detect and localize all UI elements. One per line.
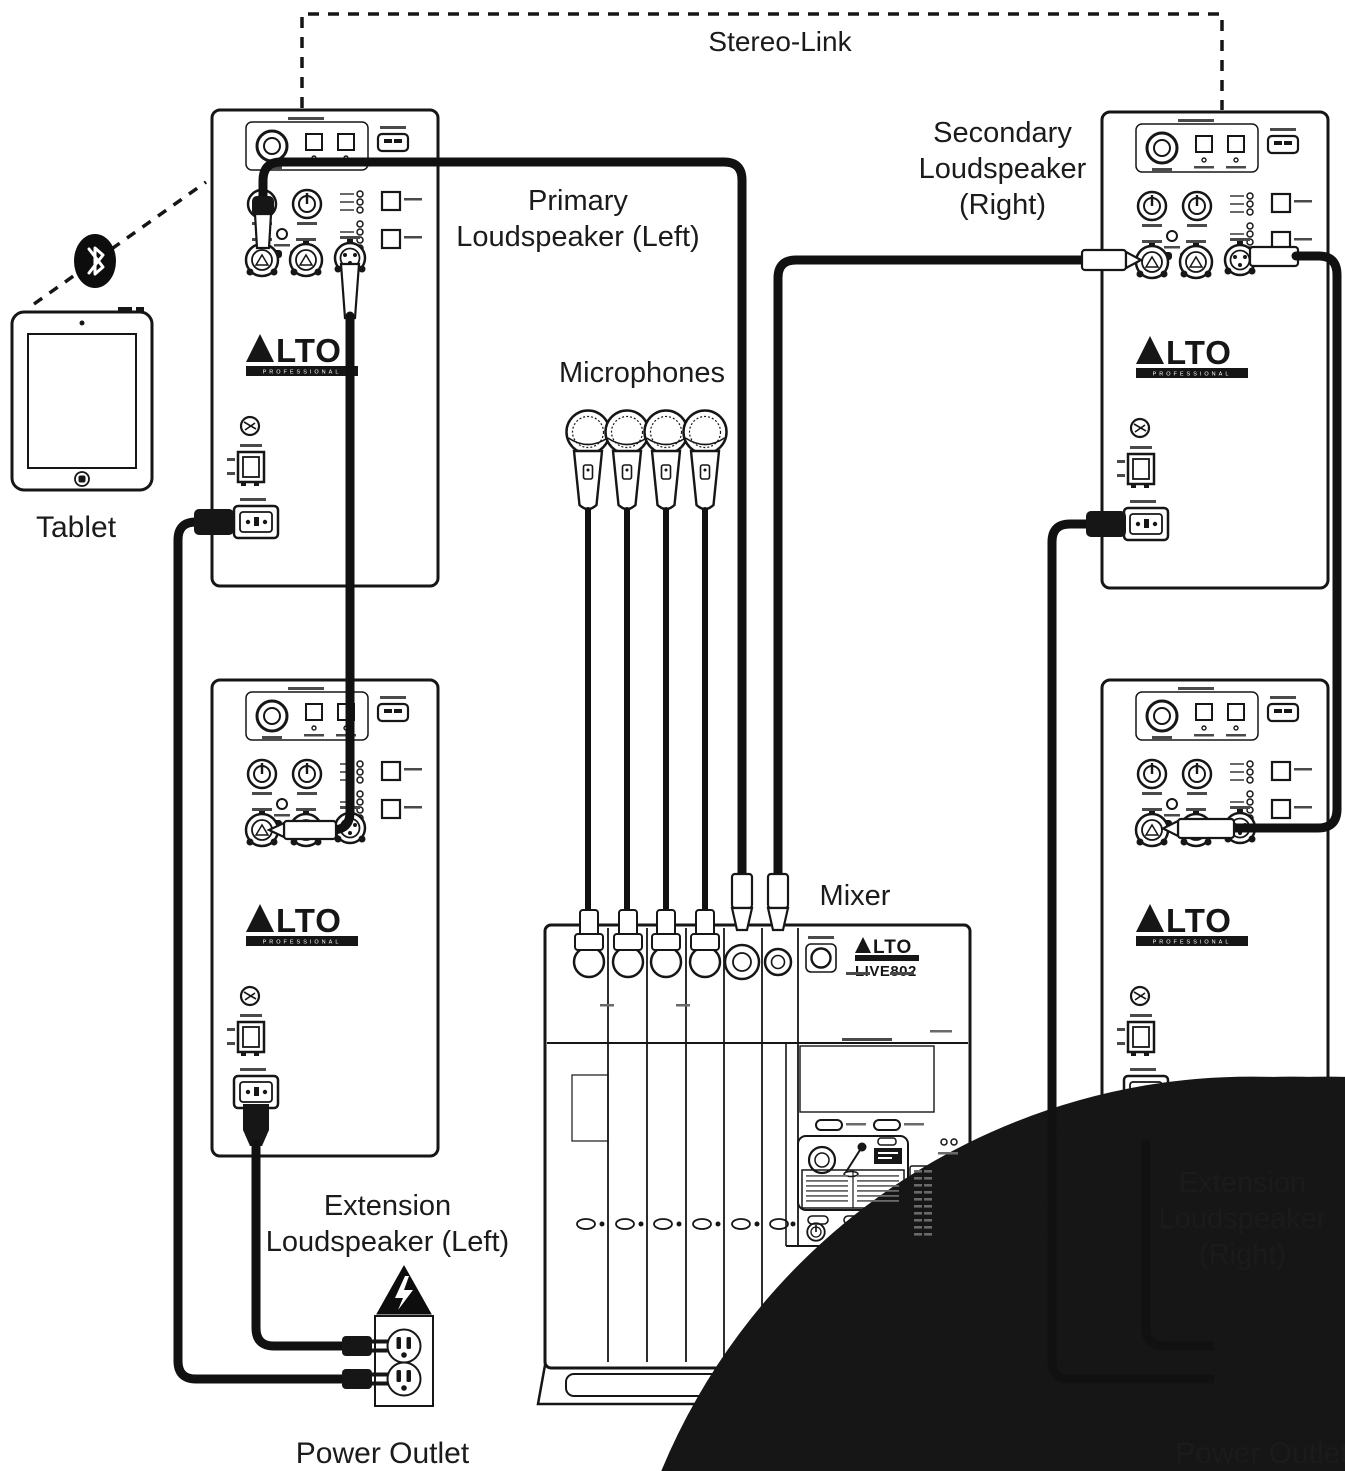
xlr-plug-icon — [1176, 817, 1236, 840]
mixer-label: Mixer — [819, 880, 891, 912]
microphones-label: Microphones — [558, 357, 726, 389]
extension-left-power-cable — [243, 1104, 388, 1356]
main-right-cable — [766, 248, 1144, 932]
tablet — [10, 307, 154, 492]
stereo-link-label: Stereo-Link — [708, 26, 852, 57]
microphones-group — [565, 409, 728, 951]
power-plug-icon — [1214, 1369, 1244, 1389]
xlr-plug-icon — [339, 262, 361, 320]
line78-jack-icon — [763, 947, 793, 977]
fx-section — [797, 1135, 958, 1211]
secondary-loudspeaker-label: Secondary Loudspeaker (Right) — [918, 117, 1087, 221]
power-outlet-right-label: Power Outlet — [1175, 1437, 1345, 1470]
mixer-brand-logo: LTO LIVE802 — [855, 937, 919, 980]
tablet-camera-icon — [79, 320, 85, 326]
phones-jack-icon — [805, 943, 837, 973]
mic-cable-plugs — [574, 909, 720, 951]
power-plug-icon — [342, 1336, 372, 1356]
secondary-to-extension-cable — [1160, 245, 1342, 840]
tablet-home-button-icon — [74, 471, 90, 487]
microphone-3 — [643, 409, 689, 511]
level-meter-icon — [909, 1165, 937, 1243]
power-plug-icon — [342, 1369, 372, 1389]
power-plug-icon — [1133, 1104, 1159, 1146]
xlr-plug-icon — [730, 906, 754, 932]
fx-select-knob-icon — [807, 1145, 837, 1175]
power-plug-icon — [1086, 511, 1126, 537]
master-aux-knobs — [806, 1215, 901, 1242]
bluetooth-dashed-line — [32, 180, 208, 306]
graphic-eq — [799, 1038, 1345, 1471]
extension-left-label: Extension Loudspeaker (Left) — [265, 1190, 510, 1258]
secondary-power-cable — [1047, 511, 1260, 1389]
mic-stand-icon — [857, 1142, 867, 1152]
extension-loudspeaker-left — [210, 678, 440, 1158]
primary-to-extension-cable — [266, 262, 361, 841]
power-plug-icon — [1214, 1336, 1244, 1356]
svg-text:LTO: LTO — [873, 937, 912, 958]
cable-boot — [252, 196, 274, 216]
power-outlet-left-label: Power Outlet — [295, 1437, 470, 1470]
xlr-plug-icon — [282, 819, 338, 841]
channel-mute-buttons — [576, 1218, 796, 1230]
tablet-side-button-icon — [136, 307, 144, 312]
line56-combo-jack-icon — [723, 943, 761, 981]
stereo-link-dashed-line — [300, 12, 1224, 110]
xlr-plug-icon — [1080, 248, 1128, 272]
mic3-input-jack-icon — [649, 945, 683, 979]
power-plug-icon — [194, 509, 234, 535]
mixer-model: LIVE802 — [855, 963, 917, 980]
primary-loudspeaker — [210, 108, 440, 588]
channel-strip-knobs — [571, 1074, 1345, 1471]
mic2-input-jack-icon — [611, 945, 645, 979]
fx-display-icon — [874, 1148, 902, 1164]
primary-loudspeaker-label: Primary Loudspeaker (Left) — [456, 185, 700, 253]
mic4-input-jack-icon — [688, 945, 722, 979]
primary-power-cable — [173, 509, 388, 1389]
xlr-plug-icon — [253, 212, 273, 250]
power-plug-icon — [243, 1104, 269, 1146]
xlr-plug-icon — [766, 906, 790, 932]
microphone-2 — [604, 409, 650, 511]
tablet-side-button-icon — [118, 307, 132, 312]
bluetooth-icon — [74, 234, 116, 288]
tablet-label: Tablet — [35, 511, 117, 544]
microphone-4 — [682, 409, 728, 511]
xlr-plug-icon — [1248, 245, 1300, 268]
main-left-cable — [252, 157, 754, 932]
mixer: LTO LIVE802 — [536, 923, 1345, 1471]
extension-right-label: Extension Loudspeaker (Right) — [1158, 1167, 1327, 1271]
microphone-1 — [565, 409, 611, 511]
mic1-input-jack-icon — [572, 945, 606, 979]
extension-right-power-cable — [1133, 1104, 1260, 1356]
secondary-loudspeaker — [1100, 110, 1330, 590]
mixer-front-strip — [565, 1373, 951, 1397]
